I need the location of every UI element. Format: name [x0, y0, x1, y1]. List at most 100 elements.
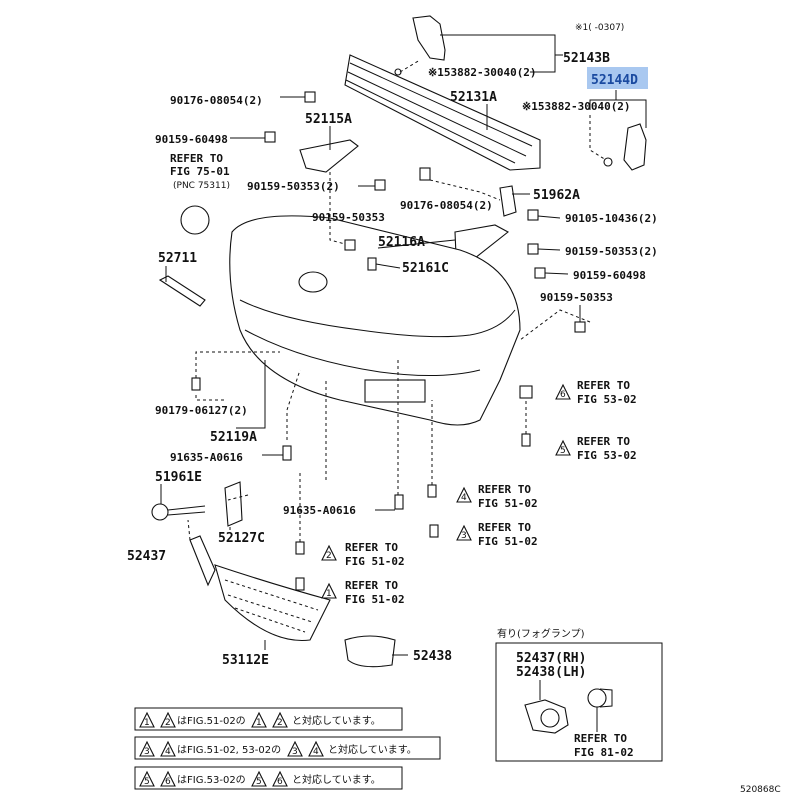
ref-line1: REFER TO — [577, 379, 630, 392]
part-91635-A0616-b[interactable]: 91635-A0616 — [283, 504, 356, 517]
refer-callout-5[interactable]: 5 REFER TO FIG 53-02 — [555, 435, 637, 462]
note-tri: 1 — [144, 718, 150, 728]
ref-number: 6 — [560, 390, 566, 400]
part-clip-153882-a[interactable]: ※153882-30040(2) — [428, 66, 537, 79]
note-tri: 5 — [256, 777, 262, 787]
refer-callout-4[interactable]: 4 REFER TO FIG 51-02 — [456, 483, 538, 510]
refer-75-01-line1: REFER TO — [170, 152, 223, 165]
refer-75-01-pnc: (PNC 75311) — [173, 181, 230, 191]
note-text: と対応しています。 — [292, 714, 381, 727]
part-52438[interactable]: 52438 — [413, 649, 452, 664]
note-tri: 3 — [292, 747, 298, 757]
note-3: 5 6 はFIG.53-02の 5 6 と対応しています。 — [134, 766, 403, 790]
part-90176-08054-a[interactable]: 90176-08054(2) — [170, 94, 263, 107]
ref-number: 2 — [326, 551, 332, 561]
emblem — [180, 205, 210, 235]
note-text: と対応しています。 — [328, 743, 417, 756]
inset-refer-line2[interactable]: FIG 81-02 — [574, 746, 634, 759]
bumper-reinforcement — [344, 54, 541, 171]
note-2: 3 4 はFIG.51-02, 53-02の 3 4 と対応しています。 — [134, 736, 441, 760]
inset-title: 有り(フォグランプ) — [497, 627, 585, 640]
inset-refer-line1: REFER TO — [574, 732, 627, 745]
ref-line2: FIG 51-02 — [345, 555, 405, 568]
molding-52711 — [158, 275, 206, 307]
part-52143B[interactable]: 52143B — [563, 51, 610, 66]
towing-eye-51961E — [151, 503, 206, 521]
note-tri: 6 — [277, 777, 283, 787]
bracket-52144D — [623, 123, 647, 171]
part-52115A[interactable]: 52115A — [305, 112, 352, 127]
note-text: はFIG.53-02の — [177, 774, 246, 786]
ref-line2: FIG 53-02 — [577, 449, 637, 462]
part-51961E[interactable]: 51961E — [155, 470, 202, 485]
part-90159-60498-a[interactable]: 90159-60498 — [155, 133, 228, 146]
fog-lamp-inset: 有り(フォグランプ) 52437(RH) 52438(LH) REFER TO … — [495, 627, 663, 762]
note-tri: 5 — [144, 777, 150, 787]
note-tri: 6 — [165, 777, 171, 787]
bumper-cover-52119A — [229, 215, 521, 426]
part-52711[interactable]: 52711 — [158, 251, 197, 266]
note-tri: 4 — [313, 747, 319, 757]
retainer-52115A — [299, 139, 359, 173]
part-52437[interactable]: 52437 — [127, 549, 166, 564]
note-tri: 3 — [144, 747, 150, 757]
part-53112E[interactable]: 53112E — [222, 653, 269, 668]
ref-line1: REFER TO — [345, 579, 398, 592]
part-52116A[interactable]: 52116A — [378, 235, 425, 250]
part-90159-50353-d[interactable]: 90159-50353 — [540, 291, 613, 304]
note-tri: 1 — [256, 718, 262, 728]
ref-line2: FIG 51-02 — [345, 593, 405, 606]
bracket-51962A — [499, 185, 517, 217]
part-90159-50353-c[interactable]: 90159-50353(2) — [565, 245, 658, 258]
part-52437-rh[interactable]: 52437(RH) — [516, 651, 586, 666]
part-52161C[interactable]: 52161C — [402, 261, 449, 276]
part-52144D[interactable]: 52144D — [591, 73, 638, 88]
refer-callout-6[interactable]: 6 REFER TO FIG 53-02 — [555, 379, 637, 406]
refer-callout-3[interactable]: 3 REFER TO FIG 51-02 — [456, 521, 538, 548]
part-clip-153882-b[interactable]: ※153882-30040(2) — [522, 100, 631, 113]
grille-53112E — [214, 564, 331, 642]
ref-line2: FIG 51-02 — [478, 497, 538, 510]
part-52127C[interactable]: 52127C — [218, 531, 265, 546]
part-90105-10436[interactable]: 90105-10436(2) — [565, 212, 658, 225]
ref-number: 1 — [326, 589, 332, 599]
refer-callout-2[interactable]: 2 REFER TO FIG 51-02 — [321, 541, 405, 568]
ref-line1: REFER TO — [345, 541, 398, 554]
ref-line2: FIG 51-02 — [478, 535, 538, 548]
part-90159-50353-a[interactable]: 90159-50353(2) — [247, 180, 340, 193]
note-tri: 2 — [165, 718, 171, 728]
diagram-code: 520868C — [740, 785, 781, 795]
range-note: ※1( -0307) — [575, 23, 624, 33]
note-tri: 4 — [165, 747, 171, 757]
note-text: と対応しています。 — [292, 773, 381, 786]
refer-callout-1[interactable]: 1 REFER TO FIG 51-02 — [321, 579, 405, 606]
grille-52437 — [189, 535, 216, 587]
ref-line1: REFER TO — [478, 483, 531, 496]
ref-line1: REFER TO — [577, 435, 630, 448]
highlight-52144D — [587, 67, 648, 89]
note-1: 1 2 はFIG.51-02の 1 2 と対応しています。 — [134, 707, 403, 731]
part-52438-lh[interactable]: 52438(LH) — [516, 665, 586, 680]
part-52119A[interactable]: 52119A — [210, 430, 257, 445]
bracket-52143B — [412, 15, 446, 61]
ref-number: 5 — [560, 446, 566, 456]
part-90159-60498-b[interactable]: 90159-60498 — [573, 269, 646, 282]
part-90176-08054-b[interactable]: 90176-08054(2) — [400, 199, 493, 212]
fasteners — [191, 68, 613, 591]
note-text: はFIG.51-02の — [177, 715, 246, 727]
part-51962A[interactable]: 51962A — [533, 188, 580, 203]
part-90159-50353-b[interactable]: 90159-50353 — [312, 211, 385, 224]
note-tri: 2 — [277, 718, 283, 728]
grille-52438 — [344, 635, 396, 668]
ref-line2: FIG 53-02 — [577, 393, 637, 406]
ref-number: 3 — [461, 531, 467, 541]
ref-line1: REFER TO — [478, 521, 531, 534]
ref-number: 4 — [461, 493, 467, 503]
part-91635-A0616-a[interactable]: 91635-A0616 — [170, 451, 243, 464]
part-52131A[interactable]: 52131A — [450, 90, 497, 105]
hook-cover-52127C — [224, 481, 243, 527]
refer-75-01-line2[interactable]: FIG 75-01 — [170, 165, 230, 178]
part-90179-06127[interactable]: 90179-06127(2) — [155, 404, 248, 417]
